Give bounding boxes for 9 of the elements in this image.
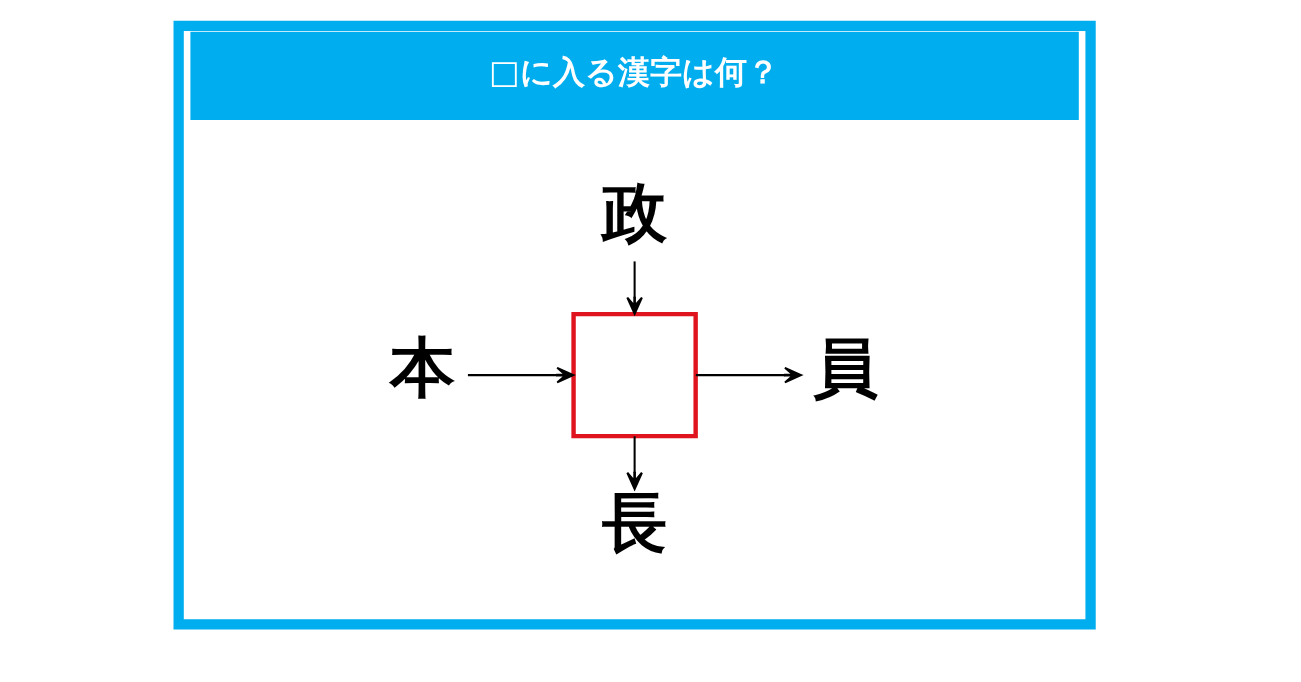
node-text: 員 xyxy=(813,330,879,406)
arrow xyxy=(626,436,643,490)
node-box xyxy=(571,311,698,439)
arrow xyxy=(695,366,803,384)
node-text: 長 xyxy=(601,485,667,561)
arrow xyxy=(626,261,643,315)
arrow xyxy=(467,366,575,384)
node-text: 政 xyxy=(601,174,667,250)
node-text: 本 xyxy=(389,330,455,406)
